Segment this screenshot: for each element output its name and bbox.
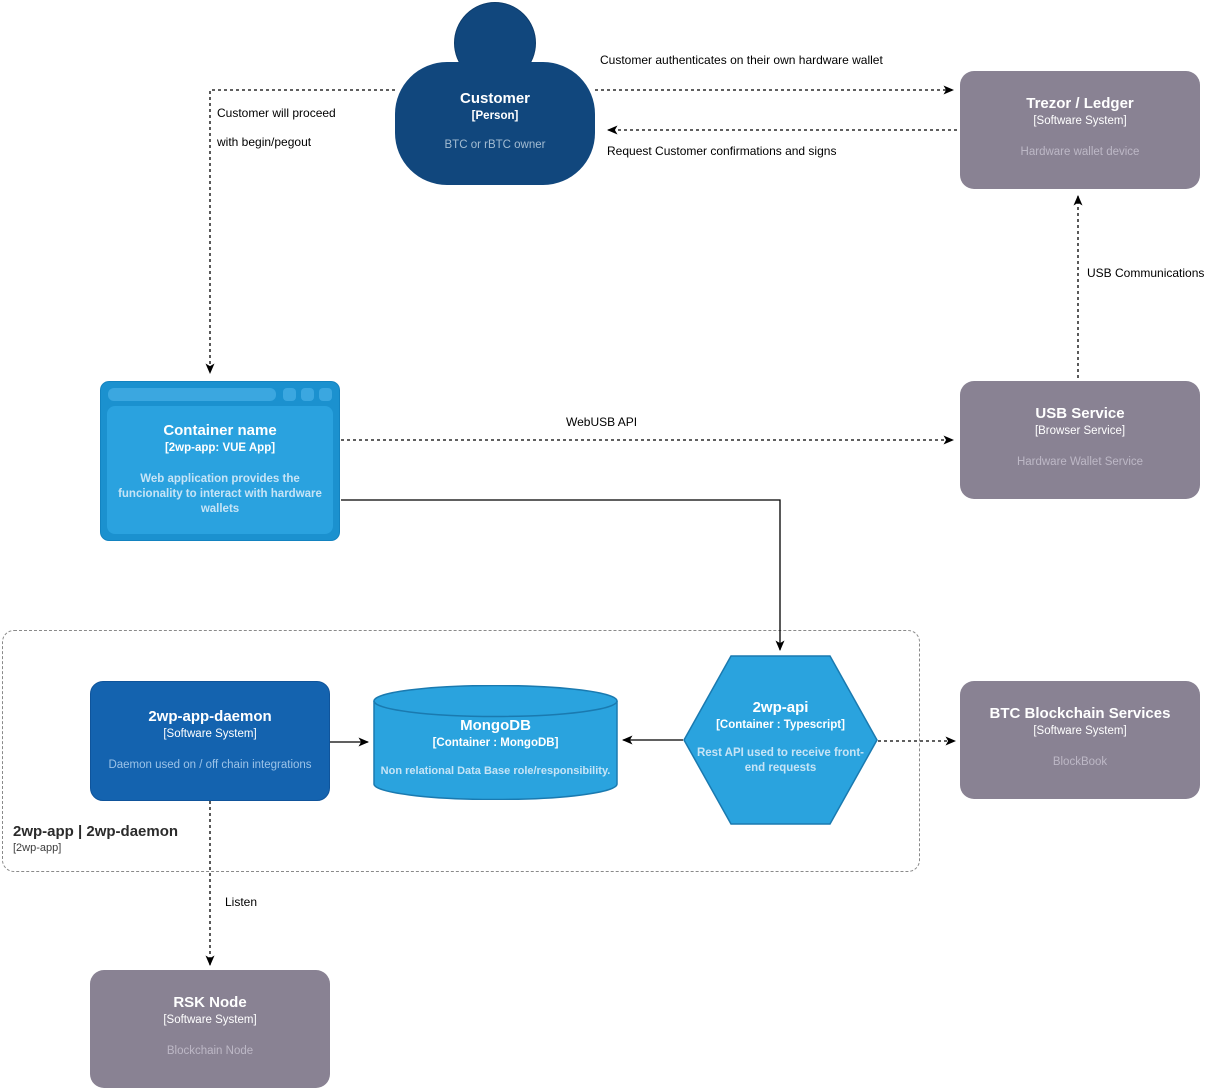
node-subtitle: [Container : MongoDB] [432,737,559,749]
node-subtitle: [Software System] [1033,115,1127,127]
node-daemon[interactable]: 2wp-app-daemon [Software System] Daemon … [90,681,330,801]
node-description: Hardware Wallet Service [1016,455,1144,468]
node-description: Web application provides the funcionalit… [118,472,322,515]
node-subtitle: [Software System] [163,728,257,740]
browser-window-button-icon [319,388,332,401]
browser-chrome [101,382,339,406]
browser-address-bar [108,388,276,401]
hexagon-shape-icon [683,655,878,825]
node-subtitle: [2wp-app: VUE App] [164,442,276,454]
node-usb-service[interactable]: USB Service [Browser Service] Hardware W… [960,381,1200,499]
node-customer[interactable]: Customer [Person] BTC or rBTC owner [395,62,595,185]
edge-label-usb-communications: USB Communications [1087,266,1205,280]
boundary-label: 2wp-app | 2wp-daemon [2wp-app] [13,823,178,854]
node-description: BlockBook [1052,755,1108,768]
node-title: Customer [459,90,530,107]
node-mongodb[interactable]: MongoDB [Container : MongoDB] Non relati… [373,684,618,801]
edge-label-listen: Listen [225,895,258,909]
node-description: Hardware wallet device [1020,145,1140,158]
node-title: Container name [163,422,277,439]
node-description: BTC or rBTC owner [444,138,546,151]
node-description: Daemon used on / off chain integrations [108,758,312,771]
node-description: Rest API used to receive front-end reque… [696,746,864,774]
edge-label-proceed-line2: with begin/pegout [217,135,312,149]
edge-label-proceed-line1: Customer will proceed [217,106,336,120]
edge-webapp-api[interactable] [341,499,785,651]
edge-label-webusb-api: WebUSB API [566,415,638,429]
boundary-title: 2wp-app | 2wp-daemon [13,823,179,840]
webapp-content: Container name [2wp-app: VUE App] Web ap… [107,406,333,534]
database-cylinder-icon [373,684,618,801]
node-title: 2wp-api [752,699,809,716]
node-description: Non relational Data Base role/responsibi… [380,764,611,777]
node-rsk-node[interactable]: RSK Node [Software System] Blockchain No… [90,970,330,1088]
node-btc-blockchain-services[interactable]: BTC Blockchain Services [Software System… [960,681,1200,799]
edge-label-authenticate: Customer authenticates on their own hard… [600,53,883,67]
api-content: 2wp-api [Container : Typescript] Rest AP… [683,699,878,776]
node-subtitle: [Software System] [1033,725,1127,737]
mongodb-content: MongoDB [Container : MongoDB] Non relati… [373,717,618,778]
node-description: Blockchain Node [166,1044,254,1057]
node-subtitle: [Person] [471,110,519,122]
node-title: USB Service [1035,405,1125,422]
node-title: MongoDB [460,717,531,734]
node-title: BTC Blockchain Services [989,705,1171,722]
browser-window-button-icon [301,388,314,401]
node-subtitle: [Container : Typescript] [716,719,845,731]
node-webapp-container[interactable]: Container name [2wp-app: VUE App] Web ap… [100,381,340,541]
boundary-subtitle: [2wp-app] [13,842,62,854]
node-trezor-ledger[interactable]: Trezor / Ledger [Software System] Hardwa… [960,71,1200,189]
node-title: RSK Node [173,994,247,1011]
browser-window-button-icon [283,388,296,401]
node-api[interactable]: 2wp-api [Container : Typescript] Rest AP… [683,655,878,825]
edge-label-confirmations: Request Customer confirmations and signs [607,144,837,158]
node-subtitle: [Browser Service] [1034,425,1126,437]
node-title: 2wp-app-daemon [148,708,272,725]
edge-customer-webapp[interactable] [205,89,395,374]
node-subtitle: [Software System] [163,1014,257,1026]
node-title: Trezor / Ledger [1026,95,1134,112]
